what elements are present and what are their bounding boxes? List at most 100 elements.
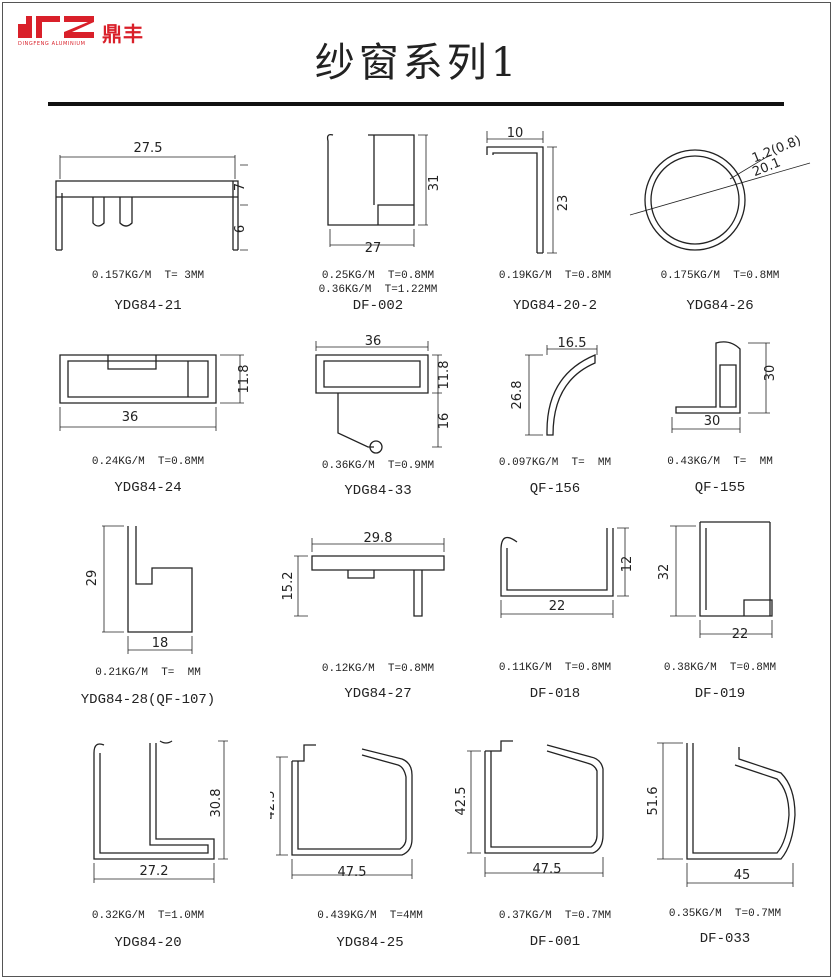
profile-code: DF-002 xyxy=(352,298,404,314)
logo-chinese-text: 鼎丰 xyxy=(102,22,144,46)
spec-weight: 0.32KG/M T=1.0MM xyxy=(91,910,205,922)
profile-drawing: 32 22 xyxy=(657,521,773,642)
dimension-label: 18 xyxy=(152,636,169,651)
dimension-label: 36 xyxy=(122,410,139,425)
dimension-label: 26.8 xyxy=(510,381,525,410)
dimension-label: 30 xyxy=(704,414,721,429)
profile-drawing: 16.5 26.8 xyxy=(510,336,598,436)
profile-card: 29 18 0.21KG/M T= MM YDG84-28(QF-107) xyxy=(48,520,248,745)
profile-drawing: 29 18 xyxy=(85,525,193,654)
dimension-label: 29 xyxy=(85,570,100,587)
profile-drawing: 36 11.8 16 xyxy=(315,335,452,454)
spec-weight: 0.36KG/M T=0.9MM xyxy=(321,460,435,472)
spec-weight: 0.19KG/M T=0.8MM xyxy=(498,270,612,282)
dimension-label: 51.6 xyxy=(646,787,661,816)
profile-card: 51.6 45 0.35KG/M T=0.7MM DF-033 xyxy=(625,735,825,960)
profile-code: YDG84-27 xyxy=(344,686,412,702)
spec-weight: 0.12KG/M T=0.8MM xyxy=(321,663,435,675)
profile-card: 29.8 15.2 0.12KG/M T=0.8MM YDG84-27 xyxy=(278,520,478,745)
page-title: 纱窗系列1 xyxy=(314,40,521,86)
dimension-label: 7 xyxy=(233,183,248,191)
profile-drawing: 29.8 15.2 xyxy=(281,531,445,617)
profile-card: 30 30 0.43KG/M T= MM QF-155 xyxy=(620,335,820,560)
profile-card: 42.5 47.5 0.439KG/M T=4MM YDG84-25 xyxy=(270,735,470,960)
profile-drawing: 30 30 xyxy=(671,341,778,433)
dimension-label: 42.5 xyxy=(270,791,278,820)
dimension-label: 11.8 xyxy=(437,361,452,390)
dimension-label: 42.5 xyxy=(455,787,469,816)
dimension-label: 47.5 xyxy=(338,865,367,880)
profile-card: 11.8 36 0.24KG/M T=0.8MM YDG84-24 xyxy=(48,335,248,560)
profile-card: 20.1 1.2(0.8) 0.175KG/M T=0.8MM YDG84-26 xyxy=(620,125,820,350)
profile-card: 36 11.8 16 0.36KG/M T=0.9MM YDG84-33 xyxy=(278,335,478,560)
dimension-label: 11.8 xyxy=(237,365,248,394)
dimension-label: 30.8 xyxy=(209,789,224,818)
dimension-label: 27 xyxy=(365,241,382,256)
profile-code: YDG84-20-2 xyxy=(512,298,597,314)
spec-weight: 0.43KG/M T= MM xyxy=(667,456,773,468)
profile-drawing: 31 27 xyxy=(326,133,442,256)
profile-drawing: 42.5 47.5 xyxy=(455,740,604,877)
dimension-label: 22 xyxy=(732,627,749,642)
profile-drawing: 27.5 7 6 xyxy=(55,141,248,251)
profile-code: DF-001 xyxy=(529,934,581,950)
spec-weight: 0.175KG/M T=0.8MM xyxy=(660,270,780,282)
dimension-label: 16.5 xyxy=(558,336,587,351)
profile-card: 16.5 26.8 0.097KG/M T= MM QF-156 xyxy=(455,335,655,560)
dimension-label: 12 xyxy=(620,556,635,573)
profile-drawing: 30.8 27.2 xyxy=(93,740,228,883)
profile-code: YDG84-20 xyxy=(114,935,182,951)
profile-code: DF-033 xyxy=(699,931,751,947)
profile-code: YDG84-21 xyxy=(114,298,182,314)
spec-weight: 0.157KG/M T= 3MM xyxy=(91,270,205,282)
dimension-label: 10 xyxy=(507,126,524,141)
profile-card: 27.5 7 6 0.157KG/M T= 3MM YDG84-21 xyxy=(48,125,248,350)
profile-card: 30.8 27.2 0.32KG/M T=1.0MM YDG84-20 xyxy=(48,735,248,960)
dimension-label: 16 xyxy=(437,413,452,430)
spec-weight: 0.11KG/M T=0.8MM xyxy=(498,662,612,674)
profile-card: 32 22 0.38KG/M T=0.8MM DF-019 xyxy=(620,520,820,745)
profile-drawing: 42.5 47.5 xyxy=(270,744,413,880)
title-underline xyxy=(48,102,784,106)
dimension-label: 29.8 xyxy=(364,531,393,546)
profile-drawing: 11.8 36 xyxy=(59,354,248,431)
profile-code: YDG84-25 xyxy=(336,935,404,951)
profile-card: 12 22 0.11KG/M T=0.8MM DF-018 xyxy=(455,520,655,745)
profile-card: 42.5 47.5 0.37KG/M T=0.7MM DF-001 xyxy=(455,735,655,960)
dimension-label: 23 xyxy=(556,195,571,212)
company-logo: 鼎丰 DINGFENG ALUMINIUM xyxy=(18,14,158,50)
spec-weight: 0.38KG/M T=0.8MM xyxy=(663,662,777,674)
profile-code: YDG84-28(QF-107) xyxy=(80,692,216,708)
dimension-label: 15.2 xyxy=(281,572,296,601)
dimension-label: 30 xyxy=(763,365,778,382)
dimension-label: 32 xyxy=(657,564,672,581)
profile-drawing: 51.6 45 xyxy=(646,742,796,887)
profile-drawing: 10 23 xyxy=(486,126,571,254)
profile-code: YDG84-24 xyxy=(114,480,182,496)
spec-weight: 0.35KG/M T=0.7MM xyxy=(668,908,782,920)
logo-mark-icon xyxy=(18,16,94,38)
profile-code: DF-019 xyxy=(694,686,746,702)
profile-code: YDG84-26 xyxy=(686,298,754,314)
profile-drawing: 12 22 xyxy=(500,527,635,618)
spec-weight: 0.097KG/M T= MM xyxy=(498,457,612,469)
logo-english-text: DINGFENG ALUMINIUM xyxy=(18,41,86,47)
dimension-label: 27.5 xyxy=(134,141,163,156)
profile-code: QF-156 xyxy=(529,481,581,497)
profile-drawing: 20.1 1.2(0.8) xyxy=(629,133,811,251)
profile-code: DF-018 xyxy=(529,686,581,702)
profile-code: QF-155 xyxy=(694,480,746,496)
spec-weight: 0.37KG/M T=0.7MM xyxy=(498,910,612,922)
spec-weight: 0.24KG/M T=0.8MM xyxy=(91,456,205,468)
dimension-label: 22 xyxy=(549,599,566,614)
dimension-label: 31 xyxy=(427,175,442,192)
dimension-label: 36 xyxy=(365,335,382,349)
spec-weight: 0.439KG/M T=4MM xyxy=(317,910,423,922)
dimension-label: 6 xyxy=(233,225,248,233)
spec-weight: 0.21KG/M T= MM xyxy=(95,667,201,679)
profile-code: YDG84-33 xyxy=(344,483,412,499)
dimension-label: 45 xyxy=(734,868,751,883)
